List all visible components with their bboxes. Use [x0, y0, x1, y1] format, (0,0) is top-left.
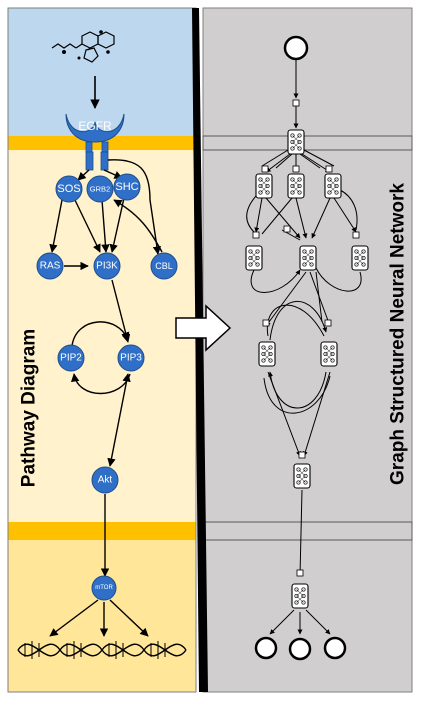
node-grb2-label: GRB2 [90, 185, 110, 194]
node-pi3k-label: PI3K [96, 261, 118, 272]
right-arrow-icon [175, 304, 232, 352]
input-node-icon [283, 35, 309, 61]
node-shc-label: SHC [115, 181, 138, 193]
ligand-molecule-icon [51, 30, 115, 63]
node-pip2: PIP2 [57, 344, 85, 372]
egfr-label: EGFR [78, 119, 112, 133]
node-shc: SHC [113, 173, 141, 201]
node-cbl-label: CBL [155, 261, 173, 271]
node-sos-label: SOS [57, 183, 80, 195]
node-pi3k: PI3K [93, 252, 121, 280]
node-mtor-label: mTOR [95, 585, 113, 591]
output-node-icon [254, 636, 347, 661]
node-cbl: CBL [150, 252, 178, 280]
extracellular-region [8, 8, 196, 136]
network-connectors [252, 99, 360, 577]
pathway-panel [7, 7, 197, 693]
dna-helix-icon [17, 641, 187, 659]
nucleus-region [8, 540, 196, 692]
node-akt: Akt [91, 466, 119, 494]
panel-divider [192, 8, 208, 692]
node-pip3-label: PIP3 [120, 353, 142, 364]
cytoplasm-region [8, 150, 196, 522]
node-mtor: mTOR [91, 575, 117, 601]
node-sos: SOS [55, 175, 83, 203]
network-panel [202, 7, 413, 693]
node-ras: RAS [36, 252, 64, 280]
node-akt-label: Akt [98, 475, 113, 486]
nuclear-membrane [8, 522, 196, 540]
egfr-receptor: EGFR [65, 113, 125, 171]
node-grb2: GRB2 [86, 175, 114, 203]
node-pip2-label: PIP2 [60, 353, 82, 364]
node-ras-label: RAS [40, 261, 61, 272]
pathway-title: Pathway Diagram [19, 329, 40, 487]
membrane-band-outline [202, 135, 413, 151]
pathway-edges [49, 159, 163, 637]
node-pip3: PIP3 [117, 344, 145, 372]
network-title: Graph Structured Neural Network [388, 183, 409, 485]
